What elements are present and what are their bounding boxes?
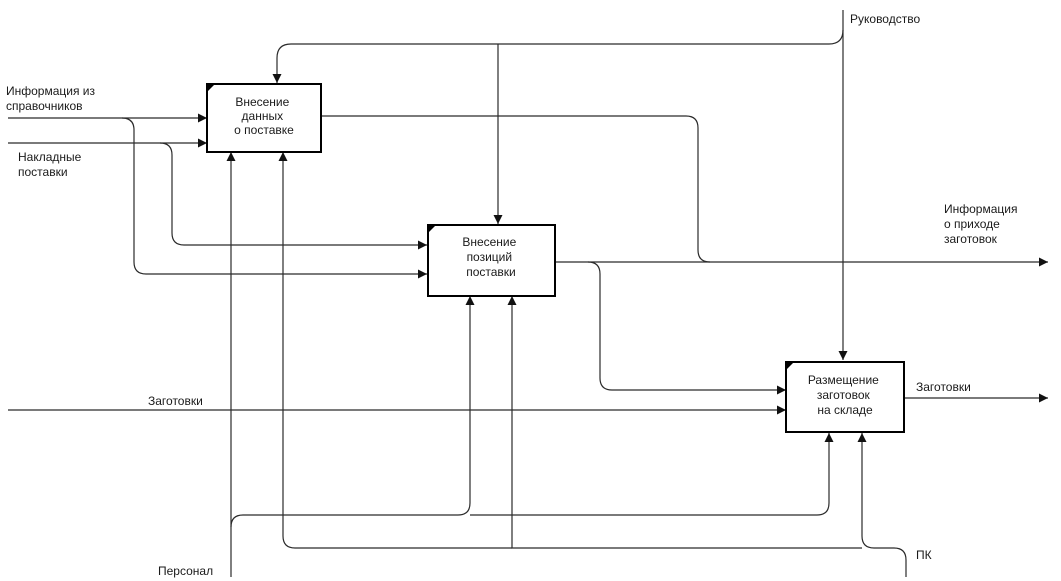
label-invoices-line1: Накладные <box>18 150 82 164</box>
input-arrow-info-ref-to-box2 <box>121 117 427 279</box>
box-enter-delivery-data: Внесение данных о поставке <box>206 83 322 153</box>
box-place-blanks-in-warehouse: Размещение заготовок на складе <box>785 361 905 433</box>
box2-line2: позиций <box>467 250 513 264</box>
input-arrow-invoices-to-box2 <box>159 142 427 250</box>
label-output-info-line2: о приходе <box>944 217 1000 231</box>
box1-line3: о поставке <box>234 123 294 137</box>
box3-line2: заготовок <box>817 388 871 402</box>
svg-text:Размещение заготовок: Размещение заготовок на складе <box>808 373 882 417</box>
box1-line1: Внесение <box>235 95 289 109</box>
box3-line3: на складе <box>817 403 873 417</box>
label-blanks-output: Заготовки <box>916 380 971 394</box>
mechanism-arrow-pc-to-box3 <box>857 433 907 577</box>
label-personnel: Персонал <box>158 564 213 578</box>
mechanism-arrow-pc-to-box1 <box>278 152 512 549</box>
label-pc: ПК <box>916 548 932 562</box>
label-output-info-line3: заготовок <box>944 232 998 246</box>
box2-line3: поставки <box>466 265 516 279</box>
label-invoices-line2: поставки <box>18 165 68 179</box>
svg-text:Внесение позиций п: Внесение позиций поставки <box>462 235 519 279</box>
box3-line1: Размещение <box>808 373 879 387</box>
output-arrow-box1-to-info <box>321 115 711 263</box>
label-blanks-input: Заготовки <box>148 394 203 408</box>
label-info-ref-line1: Информация из <box>6 84 96 98</box>
mechanism-arrow-personnel-to-box3 <box>470 433 834 516</box>
box2-line1: Внесение <box>462 235 516 249</box>
box-enter-delivery-items: Внесение позиций поставки <box>427 224 556 297</box>
label-management: Руководство <box>850 12 920 26</box>
label-output-info-line1: Информация <box>944 202 1017 216</box>
mechanism-arrow-personnel-to-box2 <box>230 296 475 528</box>
label-info-ref-line2: справочников <box>6 99 83 113</box>
control-arrow-management-to-box1 <box>272 29 844 83</box>
arrow-box2-to-box3 <box>587 261 786 395</box>
svg-text:Внесение данных о: Внесение данных о поставке <box>234 95 294 137</box>
box1-line2: данных <box>242 109 284 123</box>
